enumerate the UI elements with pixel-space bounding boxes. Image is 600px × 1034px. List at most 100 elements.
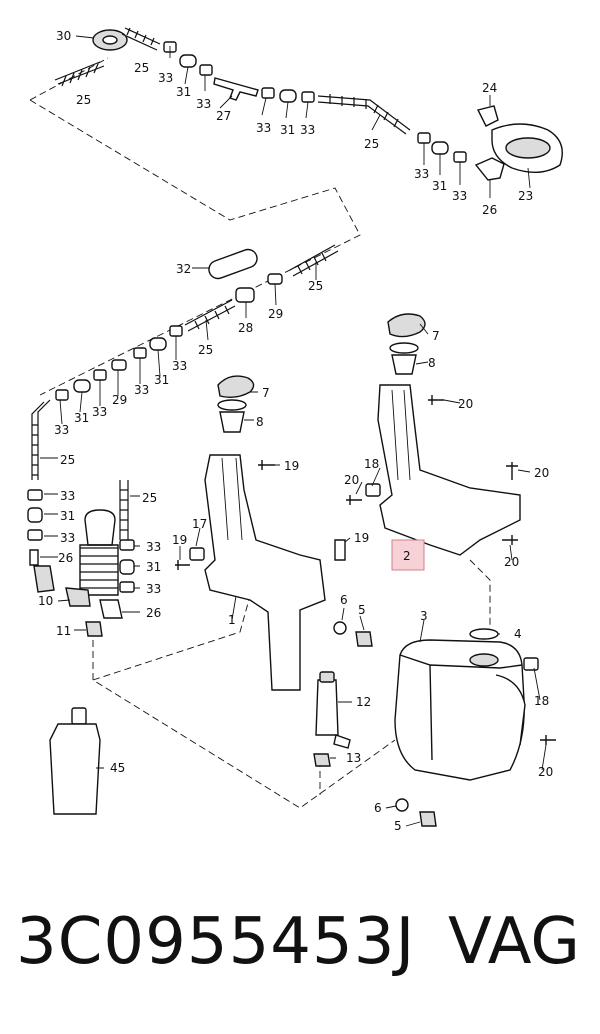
callout-30: 30	[56, 29, 71, 43]
hose-32	[208, 248, 258, 280]
callout-10: 10	[38, 594, 53, 608]
clip-33d	[301, 91, 315, 103]
bolt-20d	[502, 535, 518, 545]
bolt-20e	[540, 735, 556, 745]
pump-12	[315, 679, 339, 736]
callout-33: 33	[196, 97, 211, 111]
callout-5: 5	[358, 603, 366, 617]
clip-17	[189, 547, 205, 561]
clip-33b	[199, 64, 213, 76]
sensor-5b	[419, 811, 437, 827]
callout-6: 6	[374, 801, 382, 815]
connector-block	[33, 565, 55, 593]
tube-31e	[73, 379, 91, 393]
clip-33k	[27, 489, 43, 501]
callout-33: 33	[146, 582, 161, 596]
callout-25: 25	[134, 61, 149, 75]
callout-33: 33	[172, 359, 187, 373]
callout-25: 25	[308, 279, 323, 293]
tube-31g	[119, 559, 135, 575]
bolt-19c	[334, 539, 346, 561]
highlighted-part-2-box[interactable]	[391, 539, 425, 571]
clip-33h	[133, 347, 147, 359]
callout-29: 29	[112, 393, 127, 407]
clip-18a	[365, 483, 381, 497]
callout-45: 45	[110, 761, 125, 775]
bolt-19a	[258, 460, 275, 470]
leader-lines	[40, 35, 547, 827]
callout-31: 31	[146, 560, 161, 574]
callout-20: 20	[504, 555, 519, 569]
exploded-parts-diagram: 30 25 25 33 31 33 27 33 31 33 25 24 33 3…	[27, 27, 563, 833]
callout-1: 1	[228, 613, 236, 627]
callout-28: 28	[238, 321, 253, 335]
clip-33l	[27, 529, 43, 541]
callout-6: 6	[340, 593, 348, 607]
clip-33f	[453, 151, 467, 163]
cap-7b	[217, 375, 255, 399]
seal-8b	[219, 411, 245, 433]
connector-28	[235, 287, 255, 303]
callout-19: 19	[354, 531, 369, 545]
callout-19: 19	[172, 533, 187, 547]
grommet-11	[85, 621, 103, 637]
callout-7: 7	[262, 386, 270, 400]
callout-20: 20	[458, 397, 473, 411]
clip-33j	[55, 389, 69, 401]
callout-33: 33	[54, 423, 69, 437]
callout-33: 33	[414, 167, 429, 181]
callout-8: 8	[428, 356, 436, 370]
brand-text: VAG	[448, 905, 580, 979]
callout-20: 20	[538, 765, 553, 779]
callout-32: 32	[176, 262, 191, 276]
callout-25: 25	[142, 491, 157, 505]
callout-29: 29	[268, 307, 283, 321]
sensor-5a	[355, 631, 373, 647]
clip-33c	[261, 87, 275, 99]
callout-25: 25	[364, 137, 379, 151]
callout-20: 20	[344, 473, 359, 487]
callout-31: 31	[74, 411, 89, 425]
grommet-6b	[395, 798, 409, 812]
connector-29b	[111, 359, 127, 371]
reservoir-3-group	[394, 628, 556, 827]
bolt-20b	[346, 495, 362, 505]
callout-25: 25	[198, 343, 213, 357]
left-pump-group	[27, 480, 135, 637]
cap-7a	[387, 313, 426, 338]
callout-33: 33	[60, 489, 75, 503]
callout-31: 31	[154, 373, 169, 387]
callout-33: 33	[300, 123, 315, 137]
grommet-13	[313, 753, 331, 767]
callout-2[interactable]: 2	[403, 549, 411, 563]
pump-cap	[84, 509, 116, 546]
clip-33i	[93, 369, 107, 381]
elbow-26a	[474, 157, 505, 181]
part-number-text: 3C0955453J	[16, 905, 416, 979]
fluid-bottle-45	[49, 707, 101, 815]
middle-hose-route	[31, 244, 339, 480]
callout-labels: 30 25 25 33 31 33 27 33 31 33 25 24 33 3…	[38, 29, 553, 833]
upper-hose-route	[54, 27, 563, 181]
callout-17: 17	[192, 517, 207, 531]
callout-18: 18	[534, 694, 549, 708]
clip-33m	[119, 539, 135, 551]
callout-31: 31	[60, 509, 75, 523]
bolt-20a	[428, 395, 444, 405]
tube-31c	[431, 141, 449, 155]
callout-18: 18	[364, 457, 379, 471]
clip-33g	[169, 325, 183, 337]
callout-33: 33	[256, 121, 271, 135]
pump-10	[65, 587, 91, 607]
callout-31: 31	[432, 179, 447, 193]
seal-8a-ring	[389, 342, 419, 354]
elbow-26b	[29, 549, 39, 566]
callout-19: 19	[284, 459, 299, 473]
tube-31f	[27, 507, 43, 523]
seal-4	[469, 628, 499, 640]
callout-25: 25	[76, 93, 91, 107]
clip-18b	[523, 657, 539, 671]
callout-33: 33	[146, 540, 161, 554]
reservoir-neck-2	[377, 384, 521, 556]
tube-31b	[279, 89, 297, 103]
